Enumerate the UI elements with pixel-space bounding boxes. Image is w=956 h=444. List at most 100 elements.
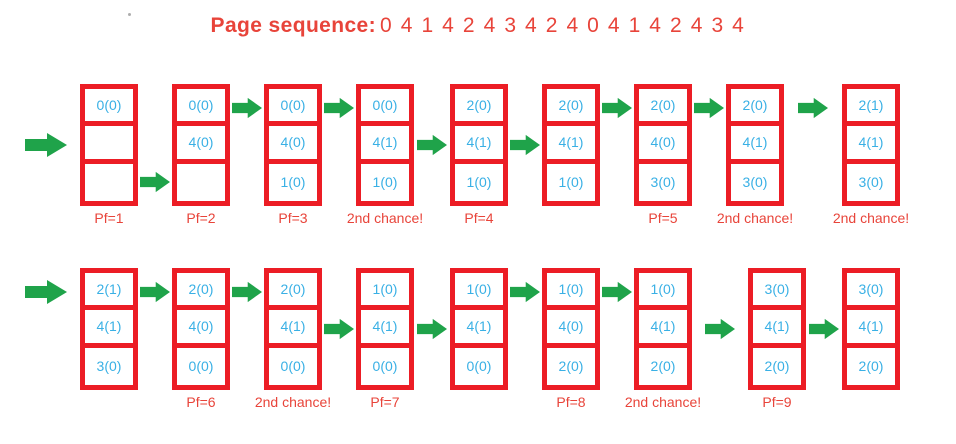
page-frame-slot: 4(0) xyxy=(269,126,317,164)
frame-column: 0(0)4(1)1(0)2nd chance! xyxy=(347,84,423,226)
page-frame-slot: 1(0) xyxy=(547,273,595,311)
flow-arrow-right-icon xyxy=(809,318,839,340)
page-frame-slot: 4(1) xyxy=(847,126,895,164)
flow-arrow-right-icon xyxy=(510,281,540,303)
page-frame-slot: 0(0) xyxy=(85,89,133,127)
page-frame: 2(0)4(1)1(0) xyxy=(450,84,508,206)
page-frame-slot-value: 3(0) xyxy=(96,358,122,375)
flow-arrow-right-icon xyxy=(510,134,540,156)
flow-arrow-right-icon xyxy=(25,279,67,305)
page-frame-slot: 2(1) xyxy=(847,89,895,127)
page-frame-slot-value: 3(0) xyxy=(764,281,790,298)
flow-arrow-right-icon xyxy=(798,97,828,119)
page-frame-slot: 3(0) xyxy=(753,273,801,311)
page-frame-slot: 1(0) xyxy=(361,273,409,311)
page-frame-slot-value: 0(0) xyxy=(188,97,214,114)
frame-column: 1(0) 4(1) 0(0) xyxy=(450,268,508,390)
page-frame-slot: 4(1) xyxy=(455,310,503,348)
page-frame-slot-value: 0(0) xyxy=(96,97,122,114)
page-frame-slot-value: 0(0) xyxy=(466,358,492,375)
page-frame-slot-value: 2(1) xyxy=(96,281,122,298)
page-frame-slot-value: 0(0) xyxy=(280,358,306,375)
page-frame-slot-value: 4(1) xyxy=(466,318,492,335)
page-frame-slot: 3(0) xyxy=(85,347,133,385)
frame-column: 0(0)4(0)Pf=2 xyxy=(172,84,230,226)
page-frame-slot-value: 3(0) xyxy=(742,174,768,191)
page-frame-slot: 2(0) xyxy=(547,347,595,385)
page-frame: 0(0) 4(0) 1(0) xyxy=(264,84,322,206)
frame-column: 0(0) 4(0) 1(0) Pf=3 xyxy=(264,84,322,226)
page-frame-slot-value: 2(0) xyxy=(280,281,306,298)
page-frame-slot: 2(0) xyxy=(177,273,225,311)
flow-arrow-right-icon xyxy=(694,97,724,119)
frame-column: 0(0)Pf=1 xyxy=(80,84,138,226)
page-fault-caption: Pf=9 xyxy=(762,394,792,410)
flow-arrow-right-icon xyxy=(602,97,632,119)
page-frame-slot: 4(1) xyxy=(361,310,409,348)
page-frame-slot-value: 0(0) xyxy=(372,97,398,114)
frame-column: 1(0)4(1)2(0)2nd chance! xyxy=(625,268,701,410)
page-frame-slot-value: 0(0) xyxy=(280,97,306,114)
page-frame-slot: 2(0) xyxy=(753,347,801,385)
flow-arrow-right-icon xyxy=(324,97,354,119)
page-frame-slot-value: 4(1) xyxy=(96,318,122,335)
page-frame-slot: 4(1) xyxy=(85,310,133,348)
page-frame-slot: 2(0) xyxy=(455,89,503,127)
page-frame-slot: 2(0) xyxy=(639,89,687,127)
page-frame-slot-empty xyxy=(177,163,225,201)
page-frame-slot-value: 2(0) xyxy=(188,281,214,298)
page-frame: 1(0) 4(0) 2(0) xyxy=(542,268,600,390)
page-frame-slot: 0(0) xyxy=(177,89,225,127)
page-frame-slot-value: 4(0) xyxy=(558,318,584,335)
page-frame-slot-value: 3(0) xyxy=(858,174,884,191)
page-frame-slot-value: 3(0) xyxy=(650,174,676,191)
page-frame-slot: 1(0) xyxy=(639,273,687,311)
page-frame-slot-value: 4(0) xyxy=(280,134,306,151)
page-frame-slot-value: 4(1) xyxy=(372,134,398,151)
page-frame-slot: 0(0) xyxy=(361,89,409,127)
page-frame: 2(0)4(1)0(0) xyxy=(264,268,322,390)
page-frame-slot: 4(1) xyxy=(547,126,595,164)
page-frame-slot: 4(0) xyxy=(177,310,225,348)
page-frame-slot-value: 1(0) xyxy=(372,174,398,191)
page-frame: 0(0) 4(0) xyxy=(172,84,230,206)
page-frame-slot-value: 2(0) xyxy=(650,358,676,375)
page-frame-slot-value: 2(0) xyxy=(558,97,584,114)
page-frame-slot: 4(1) xyxy=(753,310,801,348)
frame-column: 2(0)4(0)3(0)Pf=5 xyxy=(634,84,692,226)
page-frame: 2(1) 4(1) 3(0) xyxy=(80,268,138,390)
page-frame: 3(0) 4(1)2(0) xyxy=(748,268,806,390)
page-frame-slot-value: 4(1) xyxy=(372,318,398,335)
second-chance-caption: 2nd chance! xyxy=(832,210,910,226)
page-frame-slot: 0(0) xyxy=(269,347,317,385)
page-frame-slot: 0(0) xyxy=(269,89,317,127)
page-frame-slot-value: 2(0) xyxy=(650,97,676,114)
page-frame-slot-value: 1(0) xyxy=(372,281,398,298)
page-frame-slot-value: 3(0) xyxy=(858,281,884,298)
page-frame: 2(0)4(0)0(0) xyxy=(172,268,230,390)
page-frame-slot: 0(0) xyxy=(361,347,409,385)
page-frame-slot: 3(0) xyxy=(639,163,687,201)
page-frame-slot: 4(0) xyxy=(547,310,595,348)
flow-arrow-right-icon xyxy=(232,281,262,303)
page-frame-slot: 4(0) xyxy=(177,126,225,164)
page-frame-slot-empty xyxy=(85,126,133,164)
page-frame-slot-value: 4(1) xyxy=(742,134,768,151)
page-frame-slot: 2(1) xyxy=(85,273,133,311)
frame-column: 1(0)4(1)0(0)Pf=7 xyxy=(356,268,414,410)
page-frame: 0(0) xyxy=(80,84,138,206)
page-frame-slot-value: 4(0) xyxy=(188,318,214,335)
page-frame-slot-value: 1(0) xyxy=(650,281,676,298)
page-frame-slot-empty xyxy=(85,163,133,201)
page-frame-slot: 2(0) xyxy=(847,347,895,385)
page-frame-slot-value: 4(0) xyxy=(650,134,676,151)
page-frame-slot-value: 2(1) xyxy=(858,97,884,114)
page-frame-slot-value: 1(0) xyxy=(466,281,492,298)
flow-arrow-right-icon xyxy=(705,318,735,340)
page-frame-slot: 1(0) xyxy=(269,163,317,201)
page-frame: 1(0)4(1)2(0) xyxy=(634,268,692,390)
page-fault-caption: Pf=3 xyxy=(278,210,308,226)
page-frame: 0(0) 4(1) 1(0) xyxy=(356,84,414,206)
page-frame-slot: 2(0) xyxy=(731,89,779,127)
